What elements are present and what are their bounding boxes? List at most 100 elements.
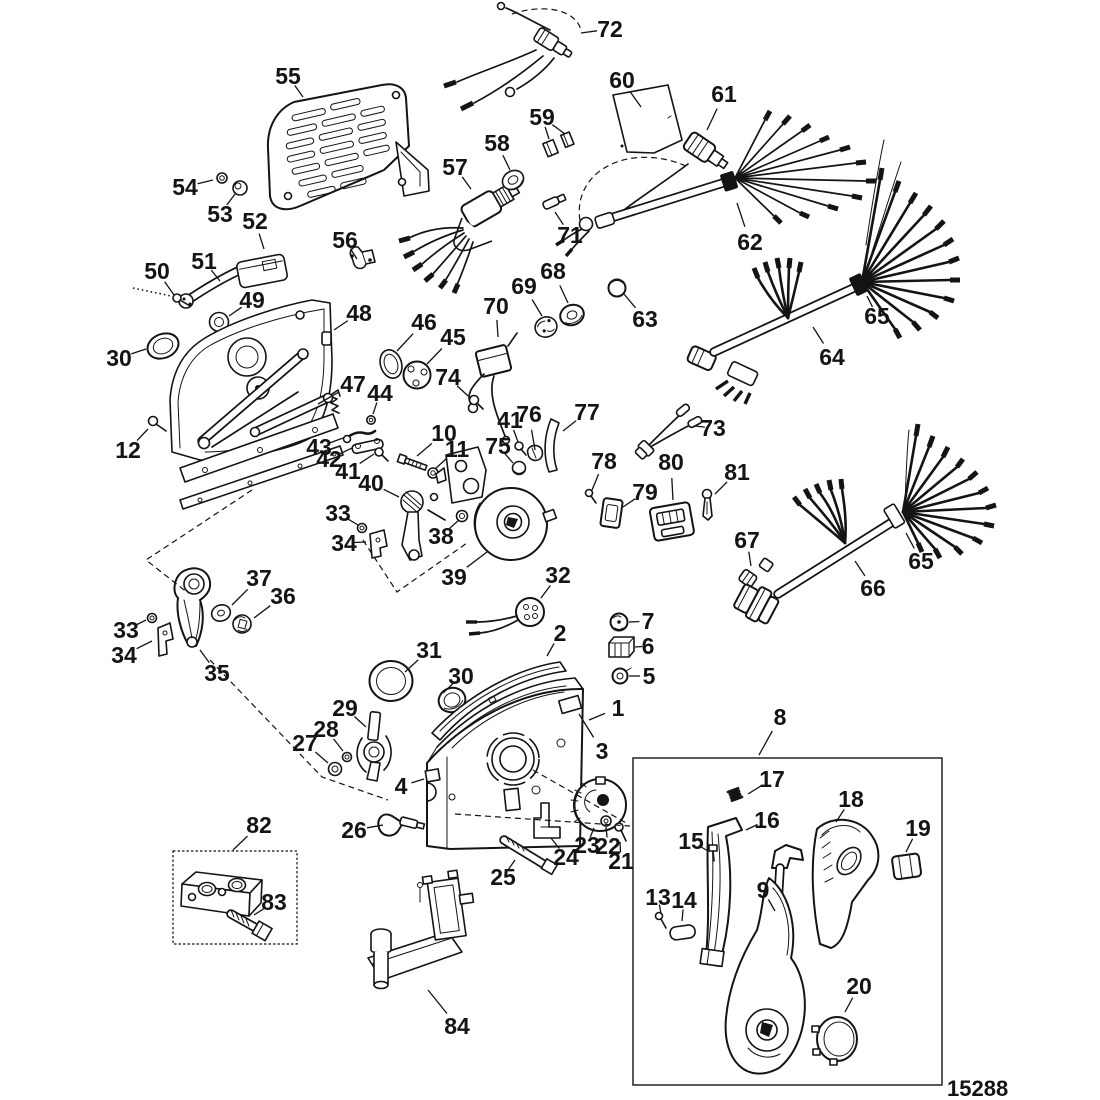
leader-line	[134, 619, 147, 627]
part-label-50: 50	[144, 258, 170, 284]
part-34-clip-a	[369, 529, 388, 559]
leader-line	[466, 551, 488, 568]
part-44-nut	[365, 414, 376, 425]
part-35-lever	[173, 567, 212, 648]
part-20-side-cover	[811, 1016, 858, 1066]
leader-line	[502, 154, 511, 171]
leader-line	[694, 425, 705, 428]
part-79-fuse-holder	[599, 497, 624, 529]
part-label-39: 39	[441, 564, 467, 590]
part-71-terminal	[542, 193, 567, 210]
leader-line	[404, 659, 419, 673]
leader-line	[434, 457, 448, 470]
leader-line	[416, 442, 433, 457]
part-label-60: 60	[609, 67, 635, 93]
part-label-74: 74	[435, 364, 461, 390]
leader-line	[314, 751, 329, 764]
part-label-48: 48	[346, 300, 372, 326]
leader-line	[589, 827, 595, 838]
leader-line	[552, 124, 566, 135]
part-label-12: 12	[115, 437, 141, 463]
leader-line	[559, 285, 569, 304]
leader-line	[210, 269, 221, 282]
part-54-nut	[216, 172, 228, 184]
part-39-drum	[473, 487, 558, 561]
part-43-link-rod	[342, 429, 377, 444]
leader-line	[226, 193, 236, 206]
part-84-mount-bracket	[367, 869, 475, 990]
leader-line	[130, 348, 147, 355]
leader-line	[456, 385, 469, 397]
part-label-32: 32	[545, 562, 571, 588]
part-46-oring	[379, 349, 403, 379]
leader-line	[396, 333, 414, 352]
part-label-17: 17	[759, 766, 785, 792]
part-38-nut	[455, 509, 469, 523]
part-label-55: 55	[275, 63, 301, 89]
part-label-21: 21	[608, 848, 634, 874]
part-label-15: 15	[678, 828, 704, 854]
part-69-disc	[534, 316, 558, 338]
leader-line	[231, 588, 249, 606]
part-label-51: 51	[191, 248, 217, 274]
part-42-link	[351, 438, 384, 455]
part-label-36: 36	[270, 583, 296, 609]
leader-line	[629, 91, 642, 108]
part-63-cap	[607, 278, 627, 298]
part-label-44: 44	[367, 380, 393, 406]
part-label-58: 58	[484, 130, 510, 156]
leader-line	[372, 402, 378, 415]
part-label-84: 84	[444, 1013, 470, 1039]
leader-line	[512, 429, 519, 443]
leader-line	[623, 293, 636, 309]
part-label-47: 47	[340, 371, 366, 397]
part-label-14: 14	[671, 887, 697, 913]
leader-line	[550, 837, 560, 849]
part-label-81: 81	[724, 459, 750, 485]
leader-line	[681, 909, 684, 922]
part-label-70: 70	[483, 293, 509, 319]
part-28-nut	[341, 751, 353, 763]
part-10-bolt	[396, 453, 428, 471]
part-74-screw	[468, 394, 484, 410]
part-label-33: 33	[325, 500, 351, 526]
part-58-nut	[501, 169, 525, 191]
leader-line	[164, 281, 175, 296]
part-label-45: 45	[440, 324, 466, 350]
part-18-handle-grip	[811, 818, 880, 949]
part-78-screw	[584, 488, 597, 504]
part-label-30: 30	[106, 345, 132, 371]
leader-line	[383, 488, 400, 498]
part-label-29: 29	[332, 695, 358, 721]
part-48-backplate-assembly	[169, 299, 344, 510]
part-34-clip-b	[157, 622, 174, 657]
part-label-65: 65	[864, 303, 890, 329]
part-52-paddle	[236, 253, 288, 289]
leader-line	[835, 809, 845, 823]
leader-line	[199, 649, 210, 663]
part-label-53: 53	[207, 201, 233, 227]
leader-line	[253, 605, 271, 619]
leader-line	[628, 620, 640, 623]
leader-line	[748, 551, 752, 567]
part-4-decal	[424, 768, 441, 783]
part-67-connectors	[738, 557, 774, 588]
part-64-harness	[686, 139, 960, 405]
vent-slots	[285, 98, 390, 198]
part-56-clamp	[349, 246, 376, 270]
part-6-clip	[608, 636, 635, 658]
leader-line	[507, 859, 516, 870]
part-label-40: 40	[358, 470, 384, 496]
part-label-6: 6	[642, 633, 655, 659]
part-label-31: 31	[416, 637, 442, 663]
part-label-30: 30	[448, 663, 474, 689]
leader-line	[580, 30, 598, 34]
leader-line	[658, 904, 662, 915]
part-label-80: 80	[658, 449, 684, 475]
part-53-grommet	[232, 180, 248, 196]
part-label-22: 22	[595, 833, 621, 859]
part-13-screw	[654, 911, 667, 929]
part-68-grommet	[559, 303, 585, 327]
leader-line	[634, 645, 643, 648]
